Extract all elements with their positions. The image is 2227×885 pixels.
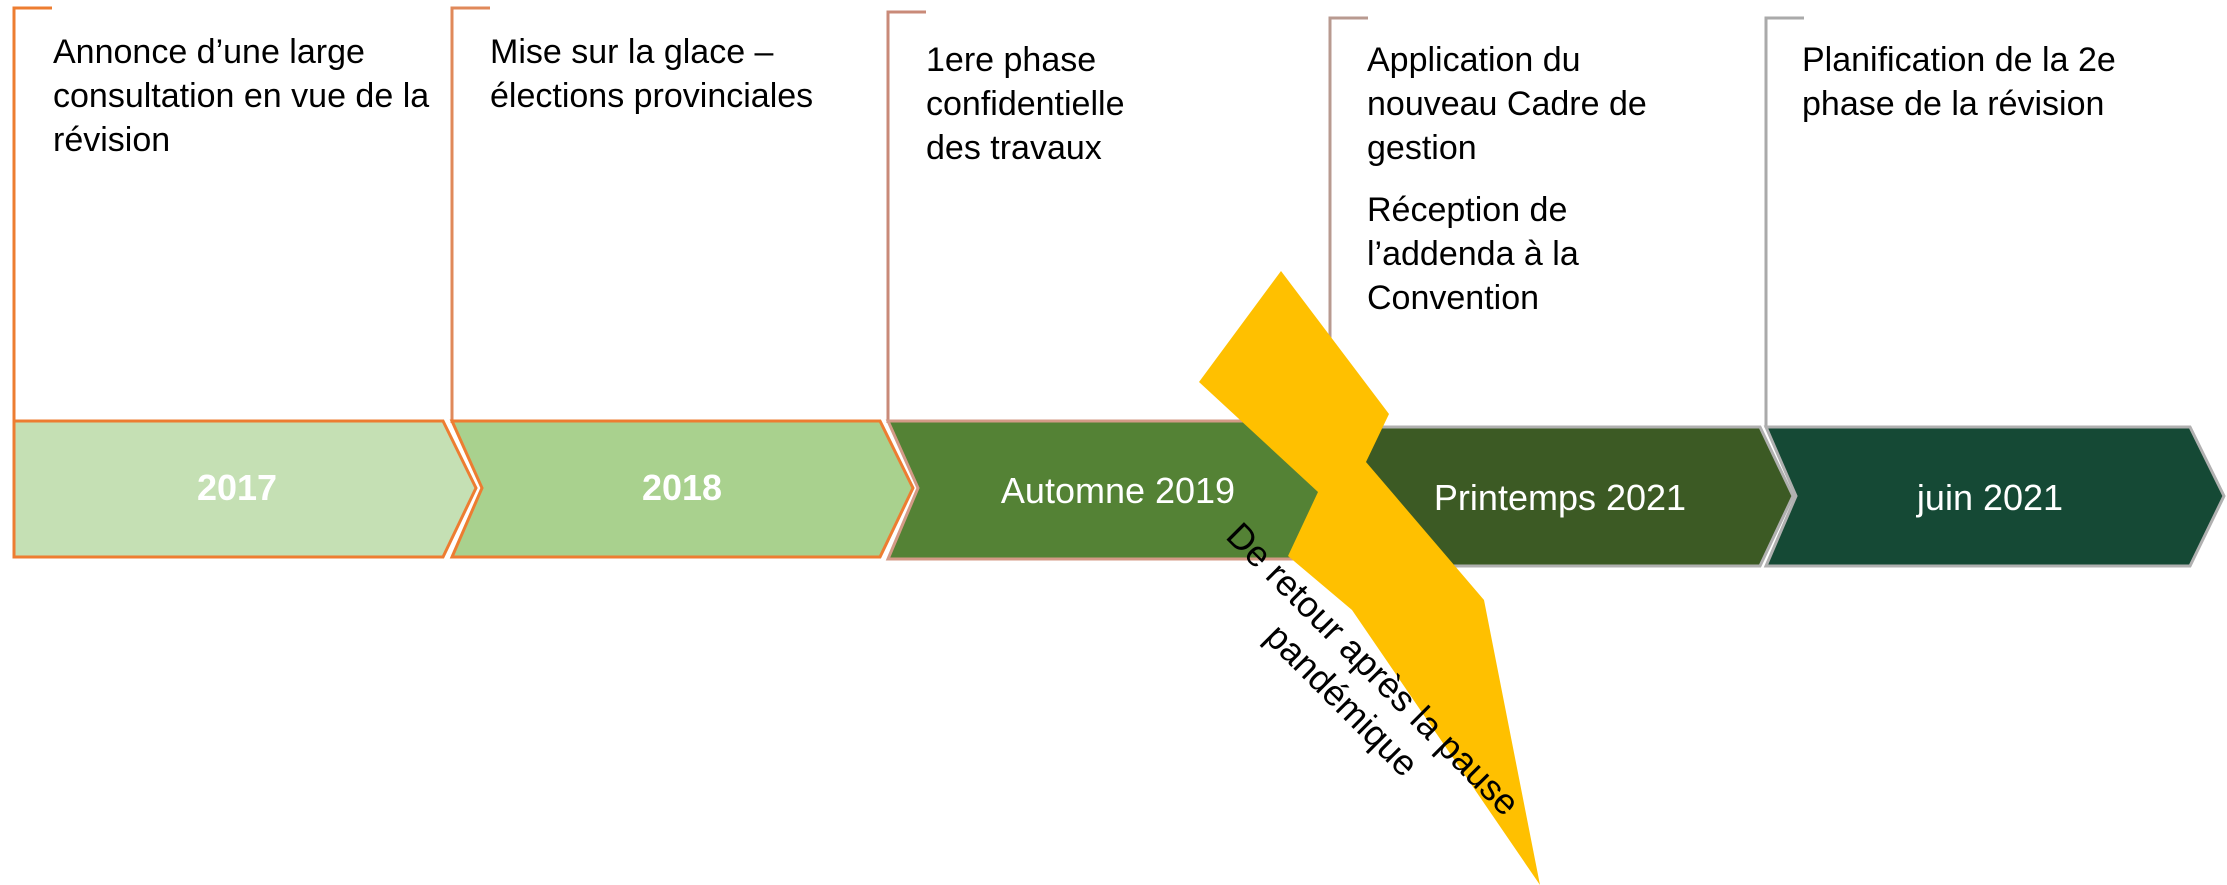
bracket-printemps-2021 bbox=[1328, 16, 1368, 428]
description-printemps-2021-text-1: Application du nouveau Cadre de gestion bbox=[1367, 41, 1647, 167]
description-printemps-2021-text-2: Réception de l’addenda à la Convention bbox=[1367, 191, 1579, 317]
description-juin-2021: Planification de la 2e phase de la révis… bbox=[1802, 38, 2162, 144]
description-printemps-2021: Application du nouveau Cadre de gestion … bbox=[1367, 38, 1667, 338]
chevron-label-printemps-2021: Printemps 2021 bbox=[1434, 477, 1686, 518]
chevron-label-automne-2019: Automne 2019 bbox=[1001, 470, 1235, 511]
bracket-2017 bbox=[12, 6, 52, 423]
description-2017-text: Annonce d’une large consultation en vue … bbox=[53, 33, 430, 159]
description-automne-2019: 1ere phase confidentielle des travaux bbox=[926, 38, 1176, 188]
description-2018-text: Mise sur la glace – élections provincial… bbox=[490, 33, 814, 115]
bracket-2018 bbox=[450, 6, 490, 423]
description-automne-2019-text: 1ere phase confidentielle des travaux bbox=[926, 41, 1125, 167]
lightning-bolt-icon bbox=[1199, 271, 1540, 885]
chevron-juin-2021 bbox=[1763, 425, 2226, 568]
chevron-label-2018: 2018 bbox=[642, 467, 722, 508]
bracket-juin-2021 bbox=[1764, 16, 1804, 428]
bracket-automne-2019 bbox=[886, 10, 926, 423]
description-2018: Mise sur la glace – élections provincial… bbox=[490, 30, 870, 136]
description-juin-2021-text: Planification de la 2e phase de la révis… bbox=[1802, 41, 2116, 123]
chevron-2017 bbox=[12, 419, 478, 559]
description-2017: Annonce d’une large consultation en vue … bbox=[53, 30, 443, 180]
chevron-2018 bbox=[449, 419, 915, 559]
chevron-label-2017: 2017 bbox=[197, 467, 277, 508]
chevron-label-juin-2021: juin 2021 bbox=[1916, 477, 2063, 518]
